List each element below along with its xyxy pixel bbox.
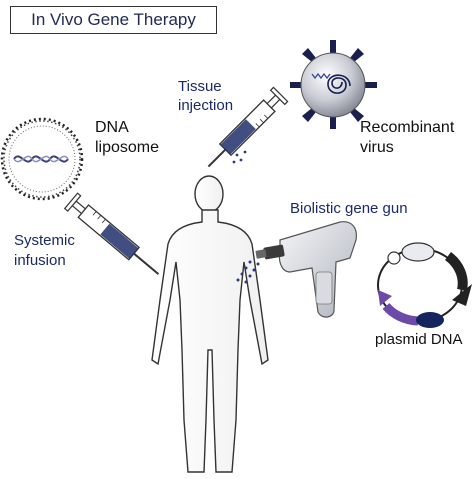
systemic-infusion-label-line2: infusion: [14, 252, 66, 269]
syringe-icon: [207, 86, 289, 168]
biolistic-gene-gun-label: Biolistic gene gun: [290, 200, 408, 217]
dna-liposome-label-line1: DNA: [95, 119, 129, 136]
recombinant-virus-label-line1: Recombinant: [360, 119, 455, 136]
dna-liposome-label-line2: liposome: [95, 139, 160, 156]
diagram-title: In Vivo Gene Therapy: [10, 6, 217, 34]
tissue-injection-label-line1: Tissue: [178, 78, 222, 95]
liposome-icon: [0, 117, 84, 201]
human-silhouette-icon: [151, 175, 269, 473]
recombinant-virus-label-line2: virus: [360, 139, 394, 156]
systemic-infusion-label-line1: Systemic: [14, 232, 75, 249]
plasmid-icon: [377, 242, 472, 328]
tissue-injection-label-line2: injection: [178, 97, 234, 114]
virus-icon: [290, 40, 377, 129]
injection-droplets: [232, 150, 247, 164]
plasmid-dna-label: plasmid DNA: [375, 331, 463, 348]
syringe-icon: [63, 192, 160, 275]
gene-gun-icon: [236, 221, 357, 318]
